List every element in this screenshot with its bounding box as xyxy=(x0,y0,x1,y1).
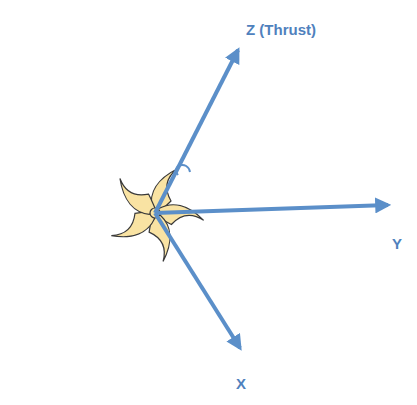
axis-arrows xyxy=(155,50,388,348)
rotation-curl xyxy=(176,165,190,175)
axis-label: X xyxy=(236,376,246,393)
axis-label: Z (Thrust) xyxy=(246,22,316,39)
axis-label: Y xyxy=(392,236,402,253)
